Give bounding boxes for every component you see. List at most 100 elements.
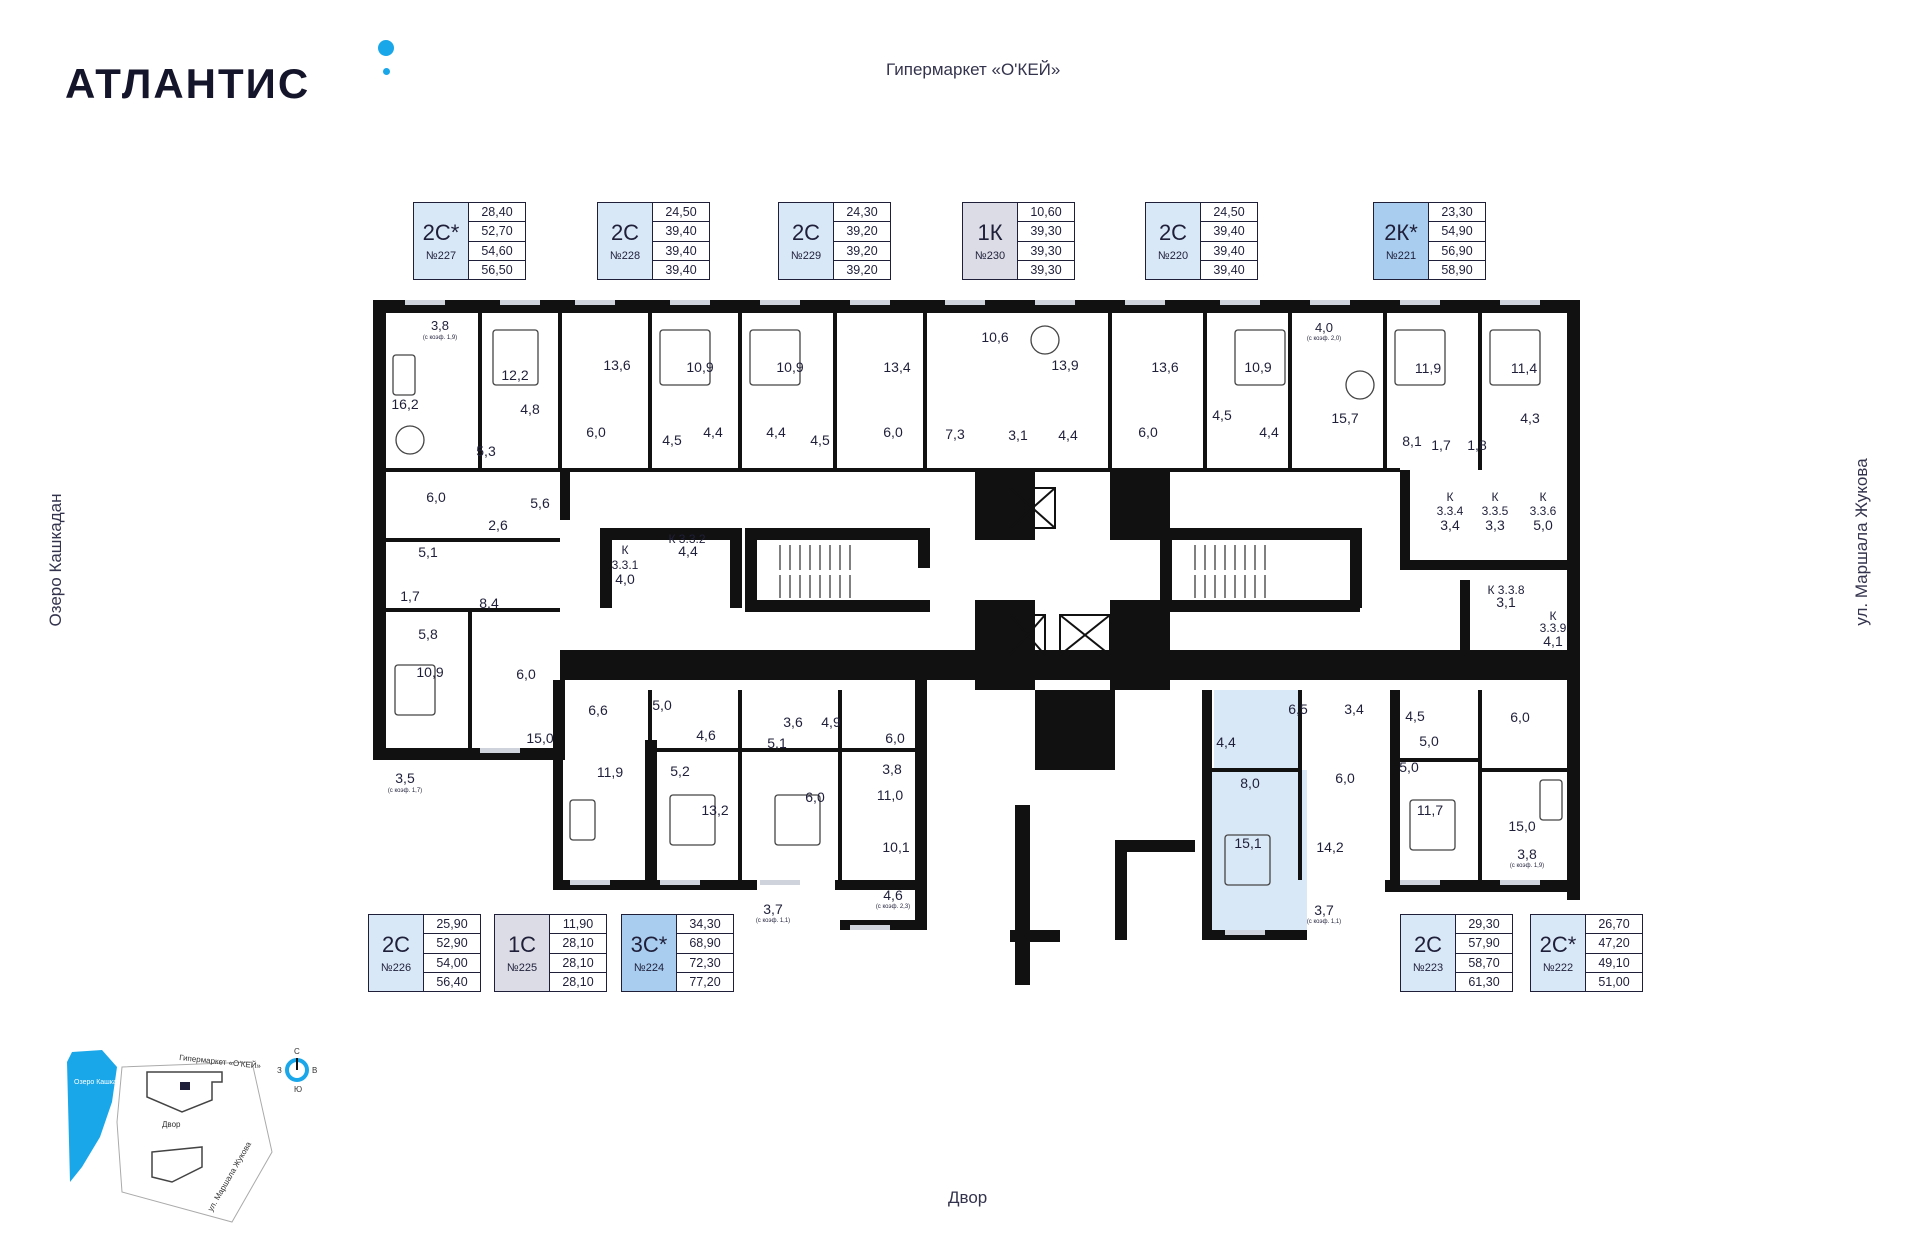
room-area-label: 3,4 — [1344, 701, 1364, 717]
room-area-label: 3,1 — [1008, 427, 1028, 443]
room-area-label: 3.3.1 — [612, 558, 639, 572]
apartment-area-value: 49,10 — [1586, 954, 1642, 973]
room-area-label: 11,7 — [1417, 802, 1443, 818]
site-outline — [116, 1061, 273, 1223]
apartment-code: 2С — [1413, 932, 1443, 957]
room-area-label: К — [1540, 490, 1547, 504]
apartment-area-value: 39,40 — [1201, 222, 1257, 242]
apartment-code: 1К — [977, 220, 1003, 245]
apartment-area-value: 56,50 — [481, 262, 513, 277]
room-area-label: 6,0 — [885, 730, 905, 746]
room-area-label: 10,9 — [686, 359, 713, 375]
room-area-label: К — [622, 543, 629, 557]
room-area-label: 10,9 — [776, 359, 803, 375]
room-area-label: 4,4 — [703, 424, 723, 440]
logo-dot-icon — [378, 40, 394, 56]
room-area-label: 4,6 — [883, 887, 903, 903]
apartment-area-value: 10,60 — [1018, 203, 1074, 223]
apartment-area-value: 34,30 — [677, 915, 733, 935]
room-area-label: 3.3.9 — [1540, 621, 1567, 635]
compass-north: С — [294, 1047, 300, 1056]
lake-shape — [67, 1050, 117, 1182]
room-area-label: (с коэф. 1,1) — [756, 918, 790, 924]
room-area-label: 5,8 — [418, 626, 438, 642]
apartment-type-box: 2С №223 — [1401, 915, 1456, 991]
elevator-shafts — [1009, 487, 1111, 656]
room-area-label: 3,7 — [1314, 902, 1334, 918]
apartment-area-value: 72,30 — [677, 954, 733, 973]
room-area-label: 4,3 — [1520, 410, 1540, 426]
compass-south: Ю — [294, 1085, 302, 1094]
apartment-number: №220 — [1157, 250, 1189, 262]
room-area-label: 4,4 — [766, 424, 786, 440]
walls — [373, 300, 1580, 985]
room-area-label: 4,6 — [696, 727, 716, 743]
room-area-label: 6,6 — [588, 702, 608, 718]
room-area-label: К — [1550, 609, 1557, 623]
room-area-label: 10,9 — [416, 664, 443, 680]
room-area-label: 3,8 — [882, 761, 902, 777]
apartment-number: №221 — [1385, 250, 1417, 262]
room-area-label: 13,6 — [1151, 359, 1178, 375]
apartment-area-value: 25,90 — [424, 915, 480, 935]
apartment-area-value: 39,30 — [1030, 262, 1062, 277]
site-minimap: Озеро Кашкадан Гипермаркет «О'КЕЙ» Двор … — [67, 1047, 317, 1223]
room-area-label: 6,0 — [516, 666, 536, 682]
apartment-code: 2С* — [1539, 932, 1577, 957]
apartment-area-value: 39,40 — [665, 262, 697, 277]
apartment-area-value: 68,90 — [677, 934, 733, 954]
room-area-label: 5,0 — [1399, 759, 1419, 775]
apartment-number: №223 — [1412, 962, 1444, 974]
room-area-label: 3.3.6 — [1530, 504, 1557, 518]
room-area-label: 10,9 — [1244, 359, 1271, 375]
room-area-label: 13,9 — [1051, 357, 1078, 373]
room-area-label: 3,8 — [1517, 846, 1537, 862]
room-area-label: 5,1 — [767, 735, 787, 751]
apartment-area-value: 52,90 — [424, 934, 480, 954]
room-area-label: 6,0 — [1510, 709, 1530, 725]
room-area-label: 4,5 — [662, 432, 682, 448]
room-area-label: 1,8 — [1467, 437, 1487, 453]
room-area-label: 4,4 — [1058, 427, 1078, 443]
room-area-label: 3,1 — [1496, 594, 1516, 610]
room-area-label: 11,9 — [597, 764, 623, 780]
room-area-label: 15,0 — [526, 730, 553, 746]
room-area-label: 14,2 — [1316, 839, 1343, 855]
apartment-area-value: 77,20 — [689, 974, 721, 989]
room-area-label: (с коэф. 1,9) — [423, 335, 457, 341]
room-area-label: 4,4 — [1259, 424, 1279, 440]
apartment-area-value: 39,40 — [653, 222, 709, 242]
room-area-label: 1,7 — [400, 588, 420, 604]
apartment-area-value: 28,40 — [469, 203, 525, 223]
room-area-label: 3,7 — [763, 901, 783, 917]
apartment-224-highlight-lower — [1202, 770, 1307, 930]
room-area-label: (с коэф. 1,1) — [1307, 919, 1341, 925]
apartment-number: №227 — [425, 250, 457, 262]
apartment-area-value: 39,20 — [834, 222, 890, 242]
minimap-street-label: ул. Маршала Жукова — [206, 1140, 253, 1213]
room-area-label: (с коэф. 2,0) — [1307, 336, 1341, 342]
room-area-label: 6,0 — [426, 489, 446, 505]
stair-treads — [779, 545, 1266, 598]
apartment-area-value: 47,20 — [1586, 934, 1642, 954]
